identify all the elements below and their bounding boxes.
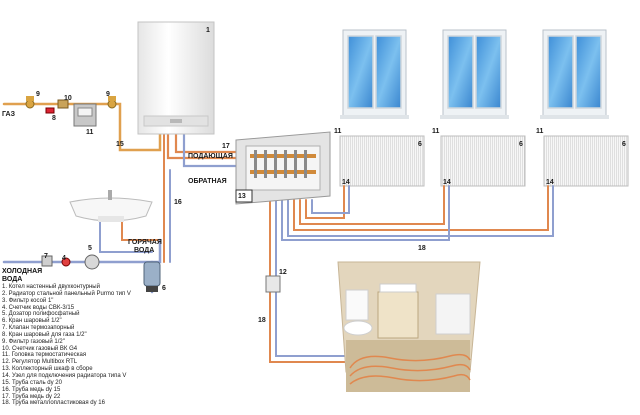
legend-item: 11. Головка термостатическая <box>2 352 87 359</box>
multibox-regulator <box>265 275 281 293</box>
bathroom <box>337 261 481 392</box>
callout-11b: 11 <box>334 128 342 135</box>
sink <box>69 190 153 222</box>
callout-13: 13 <box>238 193 246 200</box>
legend-item: 2. Радиатор стальной панельный Purmo тип… <box>2 290 131 297</box>
callout-4: 4 <box>62 255 66 262</box>
hot-water-label-2: ВОДА <box>134 247 154 254</box>
callout-6b: 6 <box>519 141 523 148</box>
boiler <box>137 21 215 135</box>
cold-water-label-2: ВОДА <box>2 276 23 283</box>
radiator-1 <box>339 135 425 187</box>
window-1 <box>340 29 409 119</box>
window-3 <box>540 29 609 119</box>
callout-6d: 6 <box>162 285 166 292</box>
hot-water-label: ГОРЯЧАЯ <box>128 239 162 246</box>
water-components <box>41 254 161 292</box>
gas-components <box>25 96 117 127</box>
legend-item: 12. Регулятор Multibox RTL <box>2 359 78 366</box>
callout-6a: 6 <box>418 141 422 148</box>
callout-7: 7 <box>44 253 48 260</box>
gas-label: ГАЗ <box>2 111 16 118</box>
callout-11c: 11 <box>432 128 440 135</box>
radiator-2 <box>440 135 526 187</box>
window-2 <box>440 29 509 119</box>
legend-item: 3. Фильтр косой 1" <box>2 297 54 304</box>
callout-8: 8 <box>52 115 56 122</box>
radiator-3 <box>543 135 629 187</box>
cold-water-label: ХОЛОДНАЯ <box>2 268 43 275</box>
callout-1: 1 <box>206 27 210 34</box>
callout-12: 12 <box>279 269 287 276</box>
legend-item: 8. Кран шаровый для газа 1/2" <box>2 331 87 338</box>
return-label: ОБРАТНАЯ <box>188 178 227 185</box>
legend-item: 7. Клапан термозапорный <box>2 325 75 332</box>
legend-item: 9. Фильтр газовый 1/2" <box>2 338 65 345</box>
supply-label: ПОДАЮЩАЯ <box>188 153 233 160</box>
manifold-cabinet <box>235 131 331 205</box>
callout-18a: 18 <box>418 245 426 252</box>
callout-11d: 11 <box>536 128 544 135</box>
heating-pipes <box>166 132 554 363</box>
legend-item: 13. Коллекторный шкаф в сборе <box>2 366 93 373</box>
legend-item: 5. Дозатор полифосфатный <box>2 311 80 318</box>
legend-item: 4. Счетчик воды СВК-3/15 <box>2 304 75 311</box>
callout-14b: 14 <box>443 179 451 186</box>
legend-item: 1. Котел настенный двухконтурный <box>2 284 100 290</box>
callout-14a: 14 <box>342 179 350 186</box>
legend-item: 10. Счетчик газовый ВК G4 <box>2 345 78 352</box>
legend-item: 18. Труба металлопластиковая dy 16 <box>2 400 105 407</box>
callout-9b: 9 <box>106 91 110 98</box>
callout-6c: 6 <box>622 141 626 148</box>
legend-item: 15. Труба сталь dy 20 <box>2 379 62 386</box>
callout-9a: 9 <box>36 91 40 98</box>
callout-17: 17 <box>222 143 230 150</box>
legend-item: 6. Кран шаровый 1/2" <box>2 318 62 325</box>
legend-item: 14. Узел для подключения радиатора типа … <box>2 372 127 379</box>
callout-10: 10 <box>64 95 72 102</box>
legend-item: 16. Труба медь dy 15 <box>2 386 61 393</box>
legend: ХОЛОДНАЯ ВОДА 1. Котел настенный двухкон… <box>2 268 242 407</box>
legend-item: 17. Труба медь dy 22 <box>2 393 61 400</box>
callout-11a: 11 <box>86 129 94 136</box>
callout-18b: 18 <box>258 317 266 324</box>
callout-15: 15 <box>116 141 124 148</box>
callout-16: 16 <box>174 199 182 206</box>
callouts: 1 9 10 8 9 11 15 17 16 13 11 11 11 6 6 6… <box>36 27 626 324</box>
callout-14c: 14 <box>546 179 554 186</box>
callout-5: 5 <box>88 245 92 252</box>
